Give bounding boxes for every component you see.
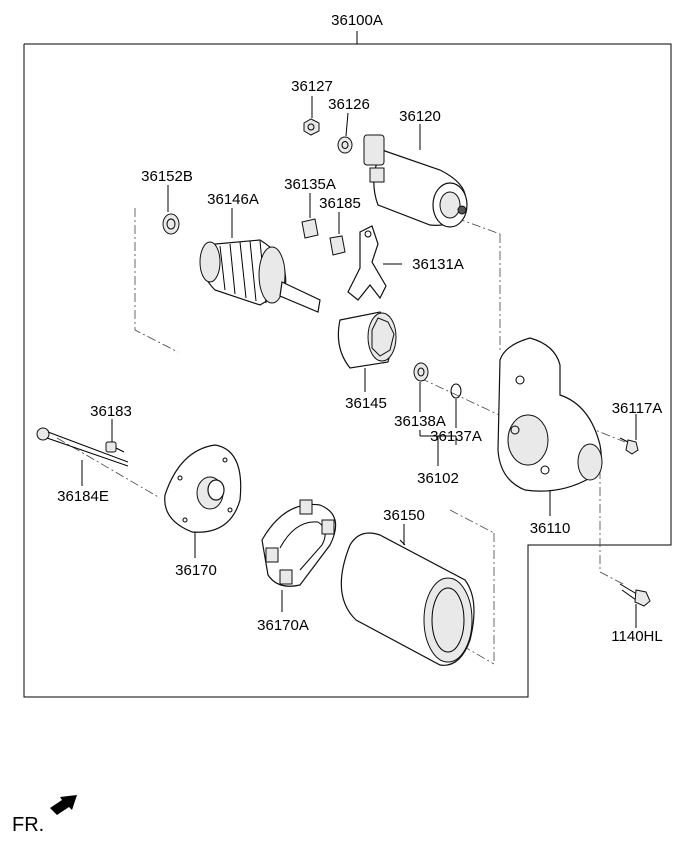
label-36102: 36102 xyxy=(417,470,459,487)
label-36138A: 36138A xyxy=(394,413,446,430)
label-36150: 36150 xyxy=(383,507,425,524)
part-36131A-shift-lever[interactable] xyxy=(347,225,387,301)
label-36170: 36170 xyxy=(175,562,217,579)
label-36110: 36110 xyxy=(530,520,571,537)
part-36185-brush[interactable] xyxy=(329,235,346,256)
label-36185: 36185 xyxy=(319,195,361,212)
label-36145: 36145 xyxy=(345,395,387,412)
part-36120-solenoid[interactable] xyxy=(363,134,468,228)
label-36117A: 36117A xyxy=(612,400,663,417)
label-36152B: 36152B xyxy=(141,168,193,185)
label-assembly: 36100A xyxy=(331,12,383,29)
part-36126-washer[interactable] xyxy=(337,136,353,154)
part-36183-screw[interactable] xyxy=(105,441,125,453)
part-36170-rear-cover[interactable] xyxy=(164,444,242,533)
part-36146A-armature[interactable] xyxy=(199,239,321,313)
label-36137A: 36137A xyxy=(430,428,482,445)
part-36152B-washer[interactable] xyxy=(162,213,180,235)
part-1140HL-bolt[interactable] xyxy=(619,583,651,607)
bracket-36102 xyxy=(419,430,457,466)
part-36150-yoke[interactable] xyxy=(340,532,475,666)
label-36183: 36183 xyxy=(90,403,132,420)
label-36127: 36127 xyxy=(291,78,333,95)
part-36110-front-housing[interactable] xyxy=(497,337,603,492)
label-36120: 36120 xyxy=(399,108,441,125)
part-36127-nut[interactable] xyxy=(303,118,320,136)
part-36137A-snap-ring[interactable] xyxy=(450,383,462,399)
label-36131A: 36131A xyxy=(412,256,464,273)
part-36145-pinion-drive[interactable] xyxy=(337,311,397,369)
part-36117A-bolt[interactable] xyxy=(619,437,639,455)
part-36138A-washer[interactable] xyxy=(413,362,429,382)
part-36170A-brush-holder[interactable] xyxy=(261,499,337,587)
label-36184E: 36184E xyxy=(57,488,109,505)
label-1140HL: 1140HL xyxy=(611,628,662,645)
label-36135A: 36135A xyxy=(284,176,336,193)
assembly-centre-lines xyxy=(56,208,626,665)
label-36126: 36126 xyxy=(328,96,370,113)
part-36135A-brush[interactable] xyxy=(301,218,319,239)
assembly-boundary xyxy=(23,31,672,698)
label-36146A: 36146A xyxy=(207,191,259,208)
front-arrow-icon xyxy=(50,795,77,815)
part-36184E-through-bolt[interactable] xyxy=(36,427,129,467)
label-36170A: 36170A xyxy=(257,617,309,634)
front-direction-indicator: FR. xyxy=(12,795,77,836)
front-label: FR. xyxy=(12,814,44,836)
